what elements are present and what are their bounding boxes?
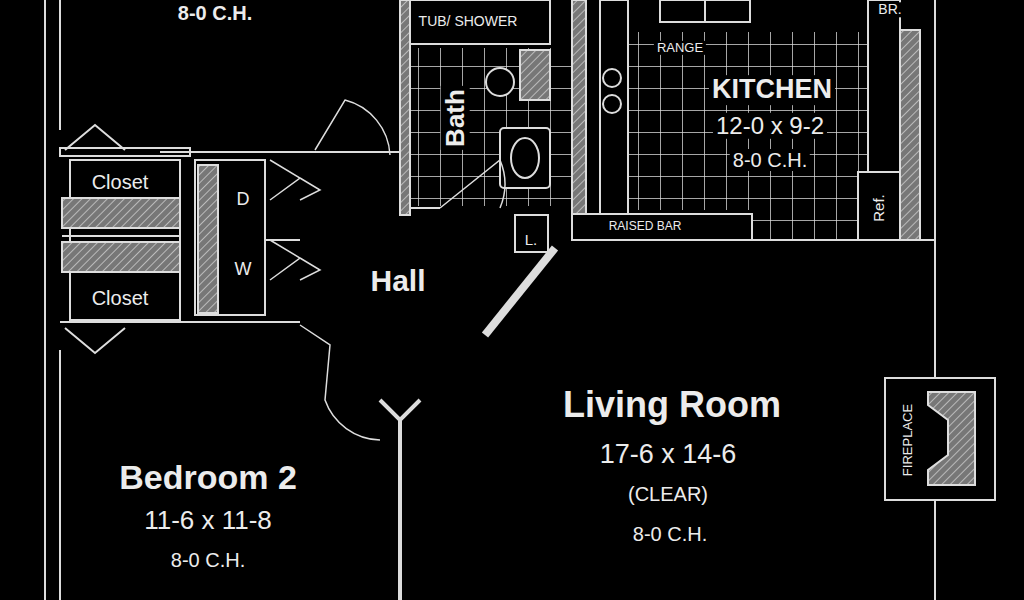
counter-label: RAISED BAR — [606, 220, 685, 233]
room-name: Bedroom 2 — [116, 459, 300, 496]
fireplace-label: FIREPLACE — [901, 401, 915, 479]
closet-label: Closet — [89, 171, 152, 193]
room-name: KITCHEN — [709, 75, 835, 105]
ceiling-height: 8-0 C.H. — [168, 549, 248, 571]
appliance-label: W — [232, 260, 255, 280]
closet-label: L. — [522, 232, 541, 249]
ceiling-height: 8-0 C.H. — [630, 523, 710, 545]
room-dimension: 11-6 x 11-8 — [141, 506, 275, 535]
room-dimension: 12-0 x 9-2 — [713, 113, 827, 139]
room-dimension: 17-6 x 14-6 — [597, 440, 740, 470]
ceiling-height: 8-0 C.H. — [175, 2, 255, 24]
fixture-label: TUB/ SHOWER — [416, 14, 521, 29]
closet-label: Closet — [89, 287, 152, 309]
room-name: Bath — [441, 86, 470, 150]
appliance-label: Ref. — [871, 191, 888, 225]
room-name: Hall — [367, 264, 428, 297]
appliance-label: RANGE — [654, 41, 706, 55]
ceiling-height: 8-0 C.H. — [730, 149, 810, 171]
appliance-label: D — [234, 190, 253, 210]
appliance-label: BR. — [875, 2, 904, 17]
room-note: (CLEAR) — [625, 483, 711, 505]
room-name: Living Room — [560, 385, 784, 425]
